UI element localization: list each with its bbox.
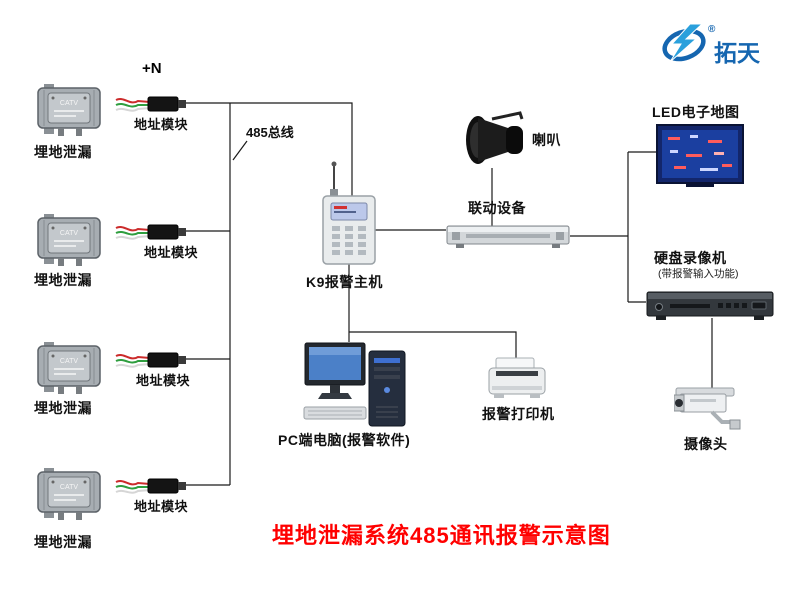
linkage-device-icon bbox=[446, 222, 570, 250]
pc-monitor-icon bbox=[304, 342, 366, 402]
brand-name: 拓天 bbox=[714, 40, 760, 66]
linkage-device-label: 联动设备 bbox=[468, 200, 526, 216]
camera-graphic bbox=[674, 387, 741, 430]
buried-detector-label: 埋地泄漏 bbox=[34, 144, 92, 160]
address-module-label: 地址模块 bbox=[144, 245, 199, 260]
address-module-label: 地址模块 bbox=[134, 117, 189, 132]
detector-marking: CATV bbox=[60, 230, 78, 237]
buried-detector-graphic: CATV bbox=[37, 468, 101, 520]
address-module-icon bbox=[114, 348, 188, 372]
registered-trademark: ® bbox=[708, 24, 716, 35]
address-module-graphic bbox=[115, 96, 186, 112]
buried-detector-icon: CATV bbox=[36, 82, 106, 138]
pc-keyboard-icon bbox=[303, 406, 367, 420]
camera-icon bbox=[674, 380, 742, 430]
dvr-label: 硬盘录像机 bbox=[654, 250, 727, 266]
detector-marking: CATV bbox=[60, 100, 78, 107]
k9-alarm-host-label: K9报警主机 bbox=[306, 274, 383, 290]
pc-label: PC端电脑(报警软件) bbox=[278, 432, 411, 448]
buried-detector-graphic: CATV bbox=[37, 342, 101, 394]
address-module-graphic bbox=[115, 352, 186, 368]
buried-detector-label: 埋地泄漏 bbox=[34, 400, 92, 416]
buried-detector-label: 埋地泄漏 bbox=[34, 272, 92, 288]
speaker-label: 喇叭 bbox=[532, 132, 561, 148]
k9-alarm-host-icon bbox=[320, 160, 378, 266]
dvr-icon bbox=[646, 286, 774, 324]
led-map-graphic bbox=[656, 124, 744, 187]
speaker-icon bbox=[462, 110, 528, 168]
detector-marking: CATV bbox=[60, 358, 78, 365]
address-module-icon bbox=[114, 220, 188, 244]
buried-detector-label: 埋地泄漏 bbox=[34, 534, 92, 550]
dvr-note-label: (带报警输入功能) bbox=[658, 268, 739, 280]
buried-detector-icon: CATV bbox=[36, 340, 106, 396]
speaker-graphic bbox=[466, 111, 524, 164]
bus-485-label: 485总线 bbox=[246, 125, 294, 140]
pc-monitor-graphic bbox=[304, 342, 366, 399]
dvr-graphic bbox=[646, 291, 774, 320]
address-module-graphic bbox=[115, 224, 186, 240]
address-module-icon bbox=[114, 474, 188, 498]
k9-alarm-host-graphic bbox=[322, 161, 376, 265]
plus-n-annotation: +N bbox=[142, 60, 162, 77]
led-map-label: LED电子地图 bbox=[652, 104, 740, 120]
pc-tower-icon bbox=[368, 350, 406, 428]
printer-label: 报警打印机 bbox=[482, 406, 555, 422]
address-module-icon bbox=[114, 92, 188, 116]
linkage-device-graphic bbox=[446, 225, 570, 248]
buried-detector-icon: CATV bbox=[36, 466, 106, 522]
printer-icon bbox=[486, 354, 548, 402]
led-map-icon bbox=[656, 124, 744, 188]
diagram-title: 埋地泄漏系统485通讯报警示意图 bbox=[272, 523, 611, 548]
address-module-graphic bbox=[115, 478, 186, 494]
brand-logo-icon bbox=[662, 22, 708, 64]
camera-label: 摄像头 bbox=[684, 436, 728, 452]
pc-tower-graphic bbox=[368, 350, 406, 427]
detector-marking: CATV bbox=[60, 484, 78, 491]
buried-detector-graphic: CATV bbox=[37, 84, 101, 136]
printer-graphic bbox=[488, 357, 546, 398]
address-module-label: 地址模块 bbox=[136, 373, 191, 388]
buried-detector-graphic: CATV bbox=[37, 214, 101, 266]
pc-keyboard-graphic bbox=[303, 406, 367, 420]
brand-logo-graphic bbox=[662, 23, 706, 63]
buried-detector-icon: CATV bbox=[36, 212, 106, 268]
address-module-label: 地址模块 bbox=[134, 499, 189, 514]
